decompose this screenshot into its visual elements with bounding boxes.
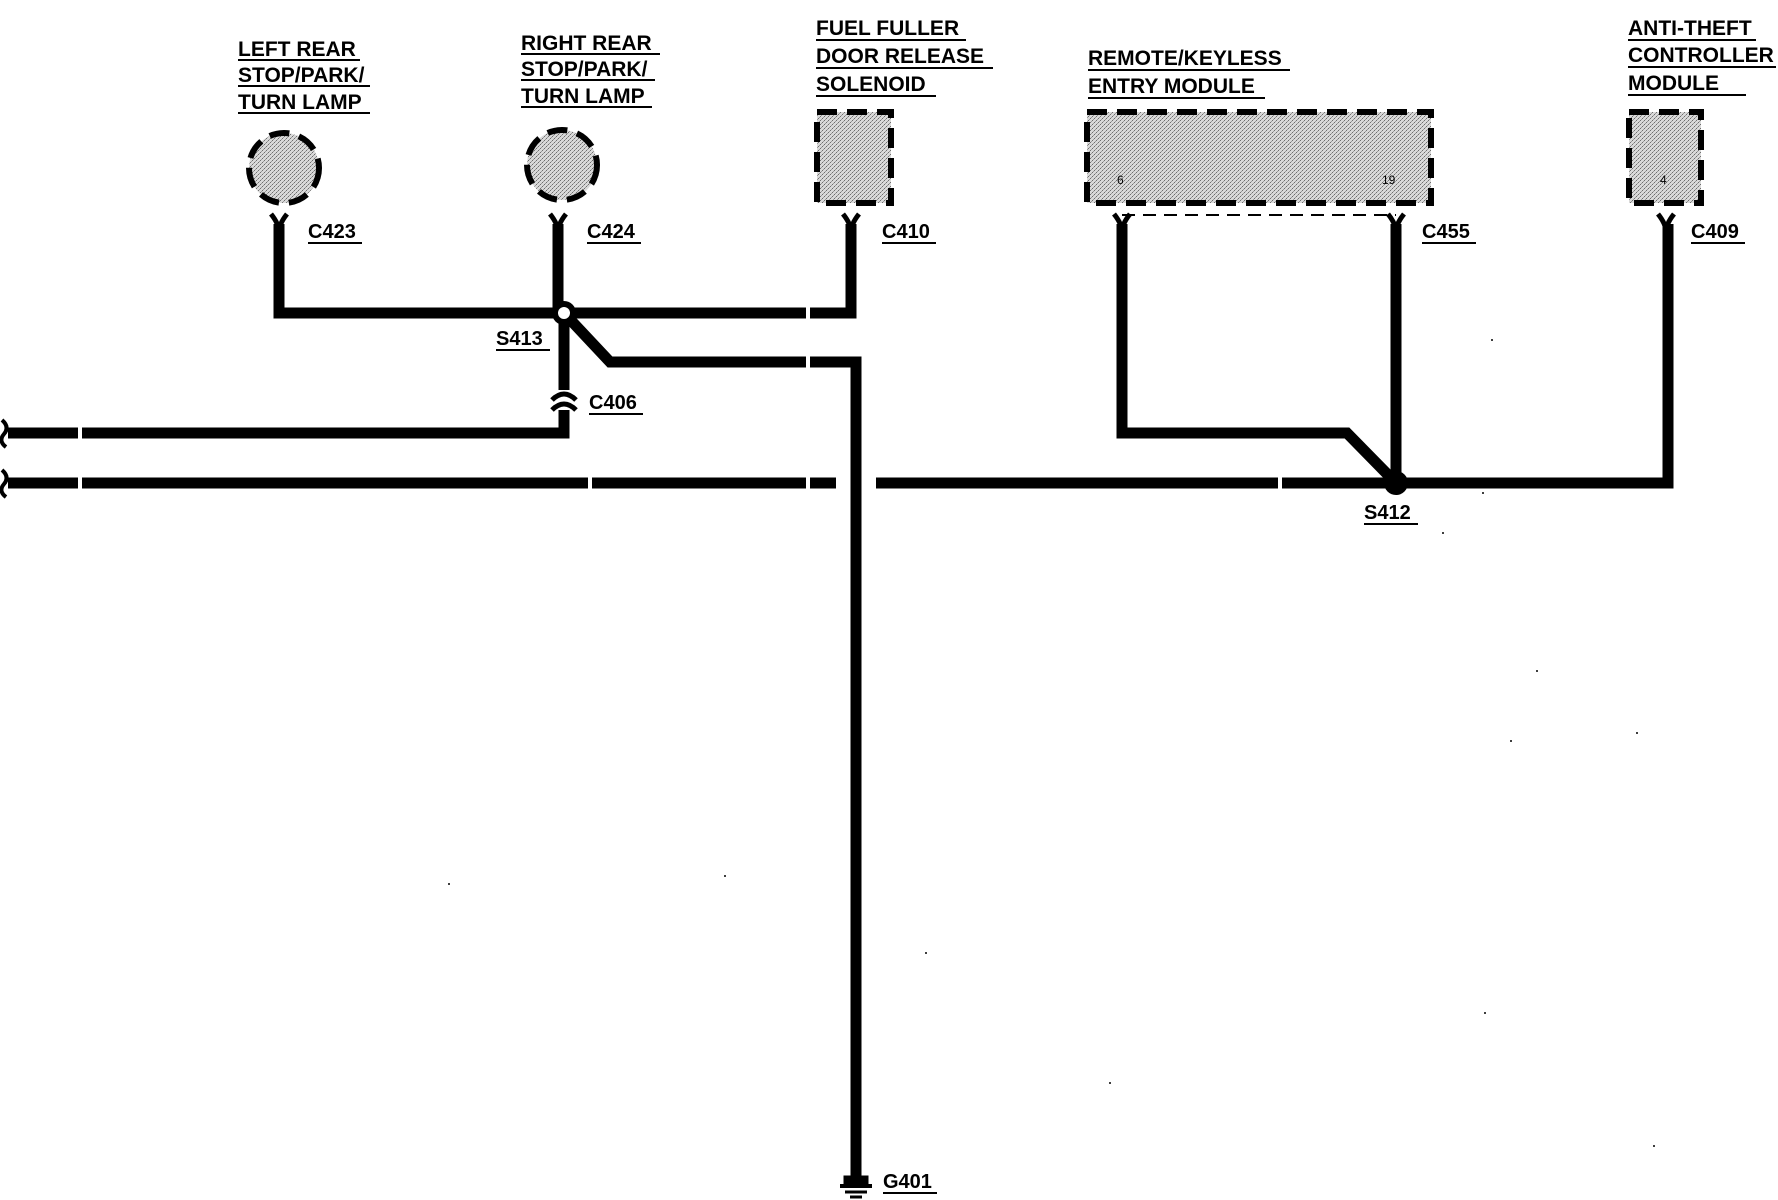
svg-text:DOOR RELEASE: DOOR RELEASE (816, 45, 984, 68)
fuel-filler-solenoid-label: FUEL FULLER DOOR RELEASE SOLENOID (816, 17, 993, 97)
s412-label: S412 (1364, 502, 1411, 524)
wire-breaks (78, 306, 1282, 490)
right-rear-lamp (524, 127, 600, 203)
scan-speckles (448, 339, 1655, 1147)
c406-inline-connector (550, 391, 578, 412)
g401-label: G401 (883, 1171, 932, 1193)
svg-text:STOP/PARK/: STOP/PARK/ (521, 58, 648, 81)
svg-text:REMOTE/KEYLESS: REMOTE/KEYLESS (1088, 47, 1282, 70)
svg-text:ANTI-THEFT: ANTI-THEFT (1628, 17, 1752, 40)
svg-text:ENTRY MODULE: ENTRY MODULE (1088, 75, 1255, 98)
pin-19-label: 19 (1382, 173, 1396, 187)
svg-text:RIGHT REAR: RIGHT REAR (521, 32, 652, 55)
svg-text:TURN LAMP: TURN LAMP (521, 85, 645, 108)
pin-6-label: 6 (1117, 173, 1124, 187)
splice-s413-center (558, 307, 570, 319)
svg-text:LEFT REAR: LEFT REAR (238, 38, 356, 61)
svg-text:CONTROLLER: CONTROLLER (1628, 44, 1774, 67)
ground-g401-icon (840, 1175, 872, 1199)
pin-4-label: 4 (1660, 173, 1667, 187)
svg-text:FUEL FULLER: FUEL FULLER (816, 17, 959, 40)
s413-label: S413 (496, 328, 543, 350)
svg-text:TURN LAMP: TURN LAMP (238, 91, 362, 114)
left-rear-lamp-label: LEFT REAR STOP/PARK/ TURN LAMP (238, 38, 370, 114)
right-rear-lamp-label: RIGHT REAR STOP/PARK/ TURN LAMP (521, 32, 660, 108)
svg-text:SOLENOID: SOLENOID (816, 73, 926, 96)
remote-keyless-module-label: REMOTE/KEYLESS ENTRY MODULE (1088, 47, 1290, 99)
c423-label: C423 (308, 221, 356, 243)
remote-keyless-module (1084, 109, 1434, 206)
connector-labels: C423 C424 C410 C455 C409 C406 S413 S412 … (308, 221, 1745, 1194)
c409-label: C409 (1691, 221, 1739, 243)
svg-text:MODULE: MODULE (1628, 72, 1719, 95)
wires (8, 224, 1674, 1176)
anti-theft-module-label: ANTI-THEFT CONTROLLER MODULE (1628, 17, 1776, 96)
anti-theft-module (1626, 109, 1704, 206)
wire-continuation-marks (0, 418, 9, 499)
c410-label: C410 (882, 221, 930, 243)
c455-label: C455 (1422, 221, 1470, 243)
c406-label: C406 (589, 392, 637, 414)
svg-text:STOP/PARK/: STOP/PARK/ (238, 64, 365, 87)
splice-s412 (1384, 471, 1408, 495)
c424-label: C424 (587, 221, 636, 243)
left-rear-lamp (246, 130, 322, 206)
fuel-filler-solenoid (814, 109, 894, 206)
